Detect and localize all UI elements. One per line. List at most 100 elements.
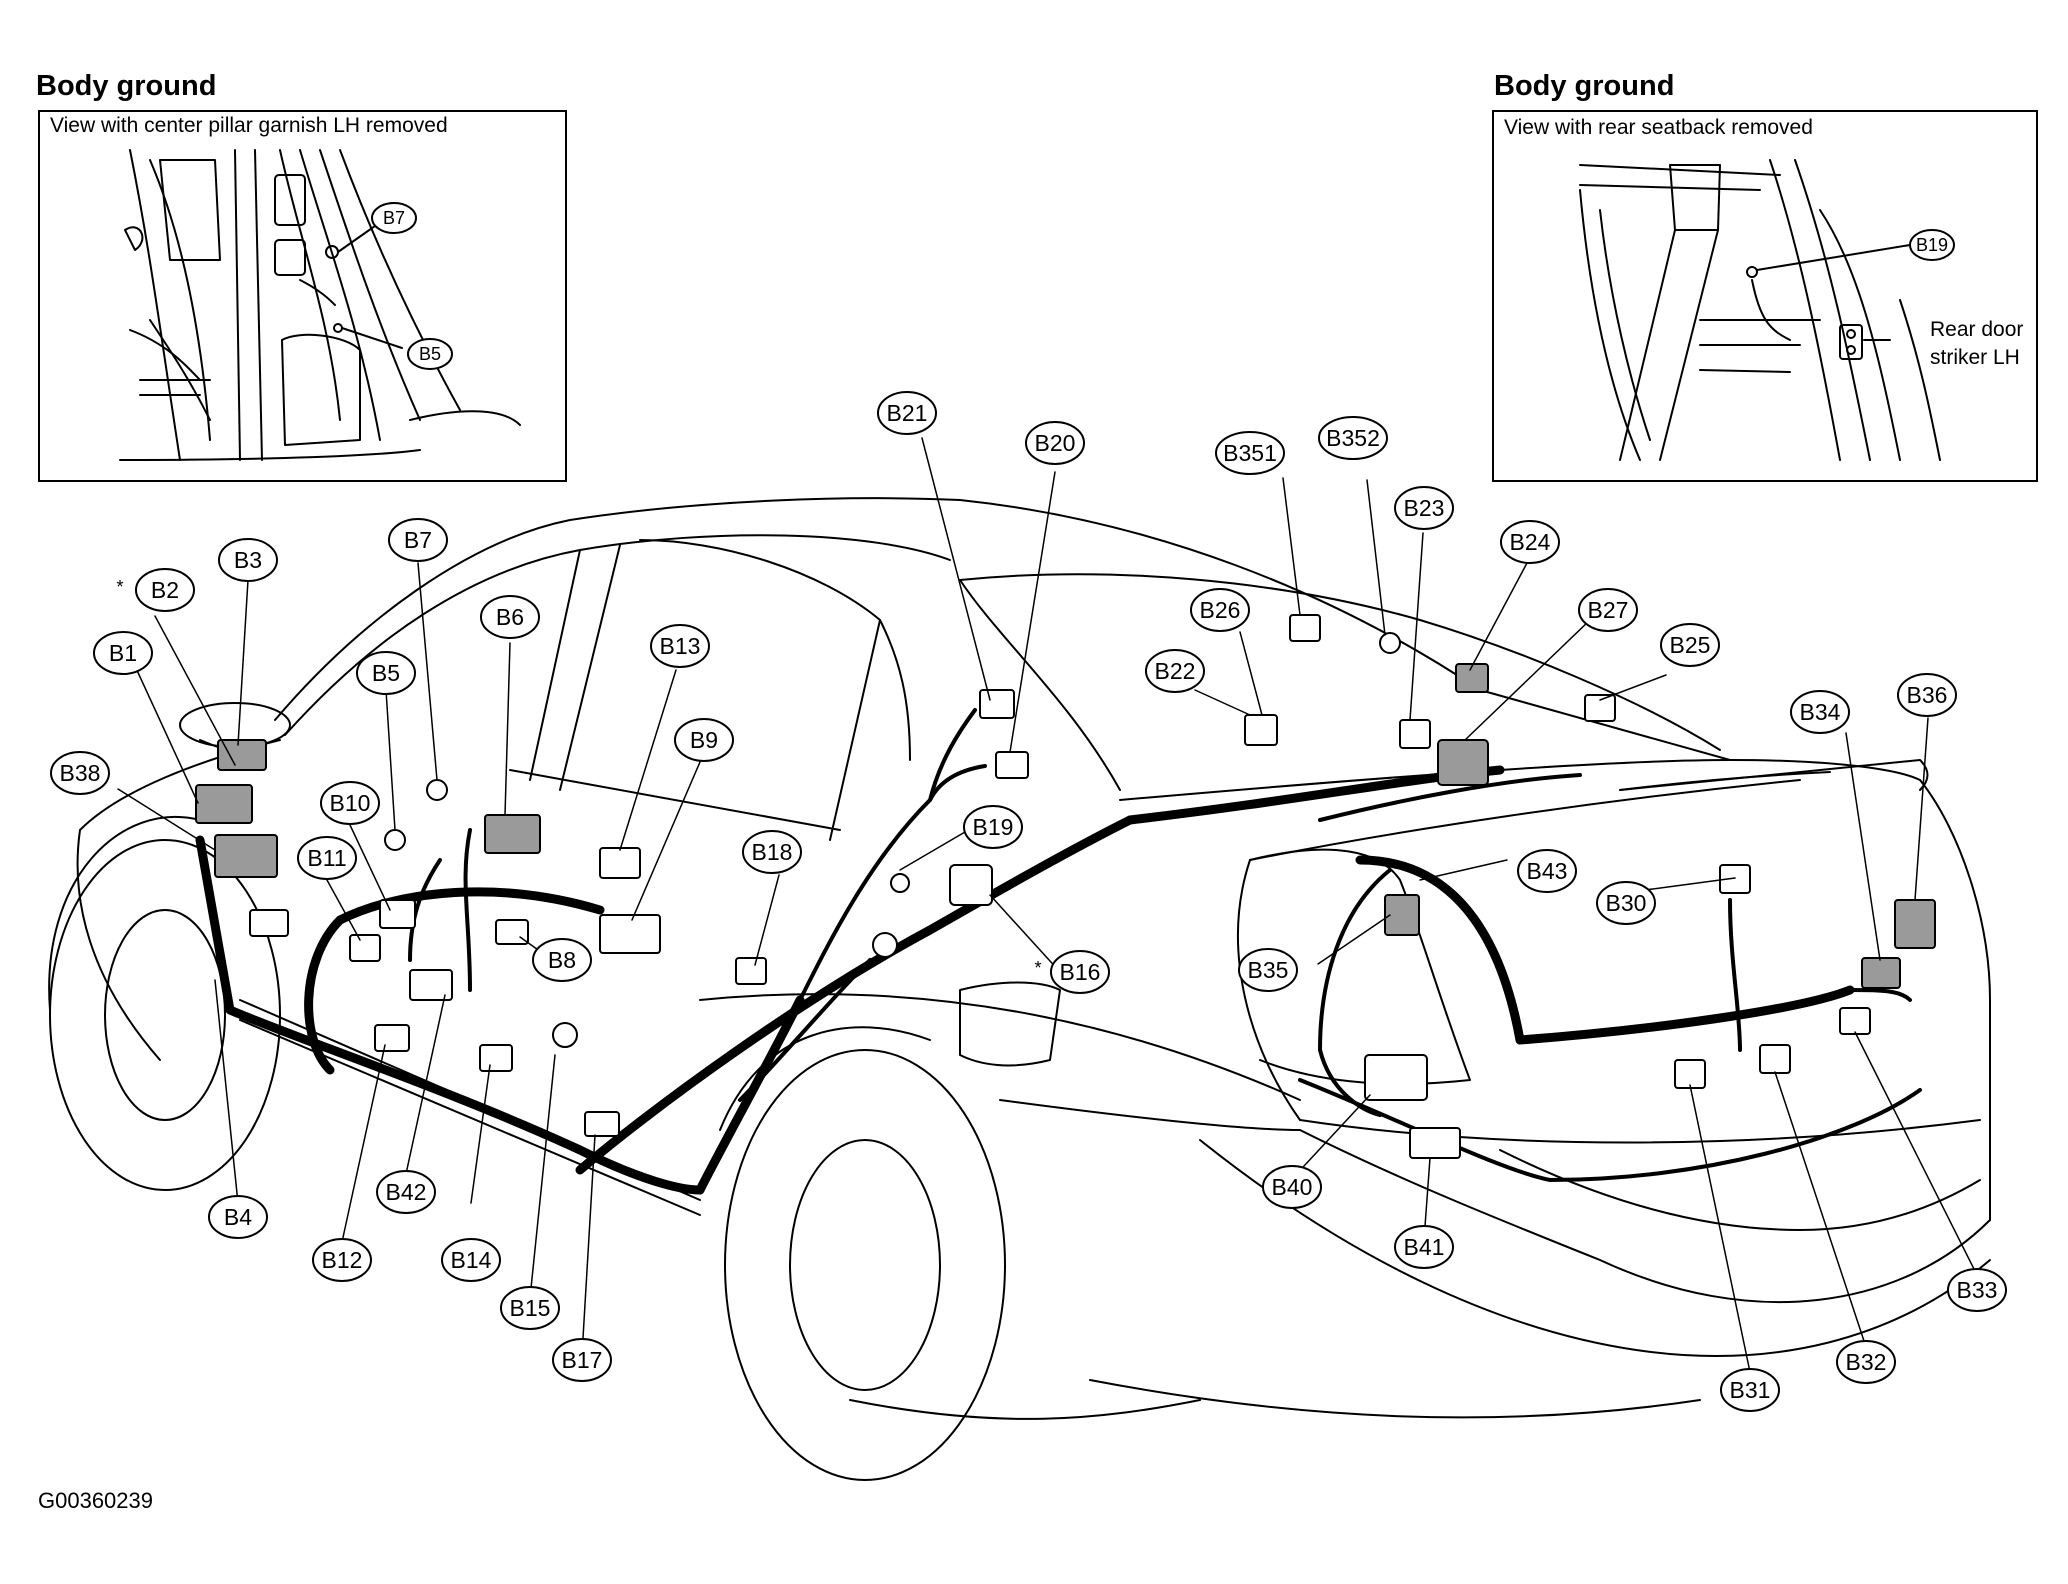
connector-label: B351	[1223, 440, 1277, 466]
connector-label: B9	[690, 727, 718, 753]
inset-bubble-b7: B7	[371, 202, 417, 234]
connector-bubble-outline	[1517, 849, 1577, 893]
connector-bubble-outline	[1660, 623, 1720, 667]
left-inset-box	[38, 110, 567, 482]
connector-bubble-b1: B1	[93, 631, 153, 675]
leader-lines	[117, 437, 1978, 1373]
connector-bubble-b4: B4	[208, 1195, 268, 1239]
connector-label: B2	[151, 577, 179, 603]
connector-label: B14	[451, 1247, 492, 1273]
right-inset-drawing	[1579, 159, 1941, 461]
connector-bubble-outline	[208, 1195, 268, 1239]
connector-bubble-outline	[1318, 416, 1388, 460]
connector-label: B12	[322, 1247, 363, 1273]
connector-bubble-outline	[1025, 421, 1085, 465]
connector-bubble-b6: B6	[480, 595, 540, 639]
connector-bubble-outline	[320, 781, 380, 825]
connector-bubble-b7: B7	[388, 518, 448, 562]
connector-bubble-outline	[1578, 588, 1638, 632]
connector-bubble-outline	[1790, 690, 1850, 734]
connector-label: B6	[496, 604, 524, 630]
left-inset-caption: View with center pillar garnish LH remov…	[50, 114, 448, 137]
connector-bubble-outline	[877, 391, 937, 435]
connector-label: B24	[1510, 529, 1551, 555]
connector-bubble-b15: B15	[500, 1286, 560, 1330]
connector-label: B22	[1155, 658, 1196, 684]
inset-bubble-b5: B5	[407, 338, 453, 370]
connector-bubble-b12: B12	[312, 1238, 372, 1282]
connector-bubble-b34: B34	[1790, 690, 1850, 734]
right-inset-heading: Body ground	[1494, 70, 1675, 102]
connector-bubble-b27: B27	[1578, 588, 1638, 632]
connector-bubble-outline	[312, 1238, 372, 1282]
connector-bubble-b33: B33	[1947, 1268, 2007, 1312]
connector-bubble-outline	[742, 830, 802, 874]
connector-bubble-outline	[218, 538, 278, 582]
connector-label: B23	[1404, 495, 1445, 521]
main-harness	[195, 765, 1855, 1195]
connector-bubble-b352: B352	[1318, 416, 1388, 460]
connector-bubble-outline	[376, 1170, 436, 1214]
connector-label: B5	[372, 660, 400, 686]
connector-bubble-outline	[1500, 520, 1560, 564]
rear-door-callout-line1: Rear door	[1930, 318, 2023, 341]
connector-bubble-b24: B24	[1500, 520, 1560, 564]
connector-bubble-b14: B14	[441, 1238, 501, 1282]
connector-label: B13	[660, 633, 701, 659]
connector-bubble-b16: B16	[1050, 950, 1110, 994]
connector-bubble-b5: B5	[356, 651, 416, 695]
connector-label: B25	[1670, 632, 1711, 658]
connector-bubble-outline	[1215, 431, 1285, 475]
connector-label: B1	[109, 640, 137, 666]
connector-bubble-outline	[650, 624, 710, 668]
connector-bubble-b35: B35	[1238, 948, 1298, 992]
connector-label: B32	[1846, 1349, 1887, 1375]
right-inset-box	[1492, 110, 2038, 482]
connector-bubble-outline	[963, 805, 1023, 849]
connector-label: B18	[752, 839, 793, 865]
connector-bubble-outline	[1050, 950, 1110, 994]
connector-bubble-outline	[297, 836, 357, 880]
inset-label-b19: B19	[1916, 235, 1948, 255]
connector-bubble-b36: B36	[1897, 673, 1957, 717]
connector-bubble-outline	[1836, 1340, 1896, 1384]
connector-bubble-outline	[500, 1286, 560, 1330]
connector-bubble-outline	[532, 938, 592, 982]
connector-label: B35	[1248, 957, 1289, 983]
connector-bubble-outline	[1596, 881, 1656, 925]
connector-bubble-b20: B20	[1025, 421, 1085, 465]
connector-label: B41	[1404, 1234, 1445, 1260]
connector-bubble-b8: B8	[532, 938, 592, 982]
left-inset-drawing	[119, 149, 521, 461]
connector-bubble-b23: B23	[1394, 486, 1454, 530]
connector-bubble-b22: B22	[1145, 649, 1205, 693]
connector-label: B10	[330, 790, 371, 816]
connector-bubble-outline	[1394, 1225, 1454, 1269]
connector-label: B43	[1527, 858, 1568, 884]
connector-label: B34	[1800, 699, 1841, 725]
connector-shapes	[195, 614, 1936, 1159]
connector-bubble-outline	[552, 1338, 612, 1382]
connector-bubble-b18: B18	[742, 830, 802, 874]
connector-bubble-b40: B40	[1262, 1165, 1322, 1209]
connector-bubble-b41: B41	[1394, 1225, 1454, 1269]
connector-bubble-b10: B10	[320, 781, 380, 825]
connector-bubble-outline	[1190, 588, 1250, 632]
connector-bubble-b42: B42	[376, 1170, 436, 1214]
connector-bubble-b31: B31	[1720, 1368, 1780, 1412]
connector-bubble-outline	[1394, 486, 1454, 530]
connector-bubble-outline	[1897, 673, 1957, 717]
connector-label: B30	[1606, 890, 1647, 916]
connector-label: B352	[1326, 425, 1380, 451]
connector-bubble-outline	[1947, 1268, 2007, 1312]
rear-door-callout-line2: striker LH	[1930, 346, 2020, 369]
connector-bubbles: B1B2B3B4B5B6B7B8B9B10B11B12B13B14B15B16B…	[50, 391, 2007, 1412]
connector-bubble-outline	[1145, 649, 1205, 693]
connector-label: B36	[1907, 682, 1948, 708]
connector-bubble-b21: B21	[877, 391, 937, 435]
connector-label: B33	[1957, 1277, 1998, 1303]
connector-label: B17	[562, 1347, 603, 1373]
inset-bubble-b19: B19	[1909, 229, 1955, 261]
connector-bubble-b13: B13	[650, 624, 710, 668]
